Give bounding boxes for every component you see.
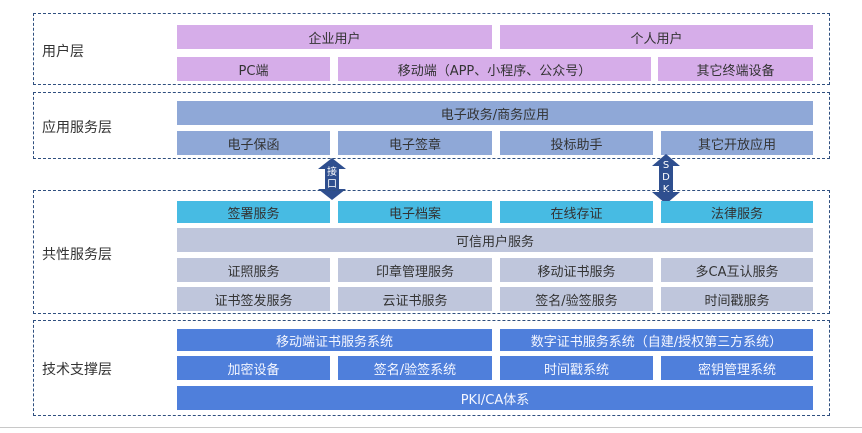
app-layer — [33, 92, 830, 159]
sign-verify-service-box: 签名/验签服务 — [500, 287, 653, 311]
online-evidence-box: 在线存证 — [500, 201, 653, 223]
digital-cert-system-box: 数字证书服务系统（自建/授权第三方系统） — [500, 329, 813, 351]
user-layer — [33, 13, 830, 85]
e-seal-box: 电子签章 — [338, 131, 492, 155]
interface-connector-arrow: 接口 — [316, 158, 348, 200]
other-open-app-box: 其它开放应用 — [661, 131, 813, 155]
mobile-cert-system-box: 移动端证书服务系统 — [177, 329, 492, 351]
other-terminal-box: 其它终端设备 — [658, 57, 813, 81]
mobile-client-box: 移动端（APP、小程序、公众号） — [338, 57, 651, 81]
tech-support-layer — [33, 320, 830, 416]
trusted-user-service-box: 可信用户服务 — [177, 228, 813, 252]
legal-service-box: 法律服务 — [661, 201, 813, 223]
common-layer-label: 共性服务层 — [42, 247, 112, 263]
bottom-divider — [0, 427, 862, 428]
cloud-cert-box: 云证书服务 — [338, 287, 492, 311]
mobile-cert-service-box: 移动证书服务 — [500, 258, 653, 282]
tech-layer-label: 技术支撑层 — [42, 362, 112, 378]
multi-ca-service-box: 多CA互认服务 — [661, 258, 813, 282]
license-service-box: 证照服务 — [177, 258, 330, 282]
e-guarantee-box: 电子保函 — [177, 131, 330, 155]
interface-label: 接口 — [327, 167, 337, 190]
timestamp-system-box: 时间戳系统 — [500, 356, 653, 380]
key-management-system-box: 密钥管理系统 — [661, 356, 813, 380]
bid-assistant-box: 投标助手 — [500, 131, 653, 155]
encryption-device-box: 加密设备 — [177, 356, 330, 380]
e-archive-box: 电子档案 — [338, 201, 492, 223]
user-layer-label: 用户层 — [42, 44, 84, 60]
signing-service-box: 签署服务 — [177, 201, 330, 223]
seal-management-box: 印章管理服务 — [338, 258, 492, 282]
common-service-layer — [33, 190, 830, 314]
cert-issuing-box: 证书签发服务 — [177, 287, 330, 311]
timestamp-service-box: 时间戳服务 — [661, 287, 813, 311]
pc-client-box: PC端 — [177, 57, 330, 81]
pki-ca-base-box: PKI/CA体系 — [177, 386, 813, 410]
personal-user-box: 个人用户 — [500, 25, 813, 49]
sign-verify-system-box: 签名/验签系统 — [338, 356, 492, 380]
egov-commerce-box: 电子政务/商务应用 — [177, 101, 813, 125]
enterprise-user-box: 企业用户 — [177, 25, 492, 49]
app-layer-label: 应用服务层 — [42, 120, 112, 136]
